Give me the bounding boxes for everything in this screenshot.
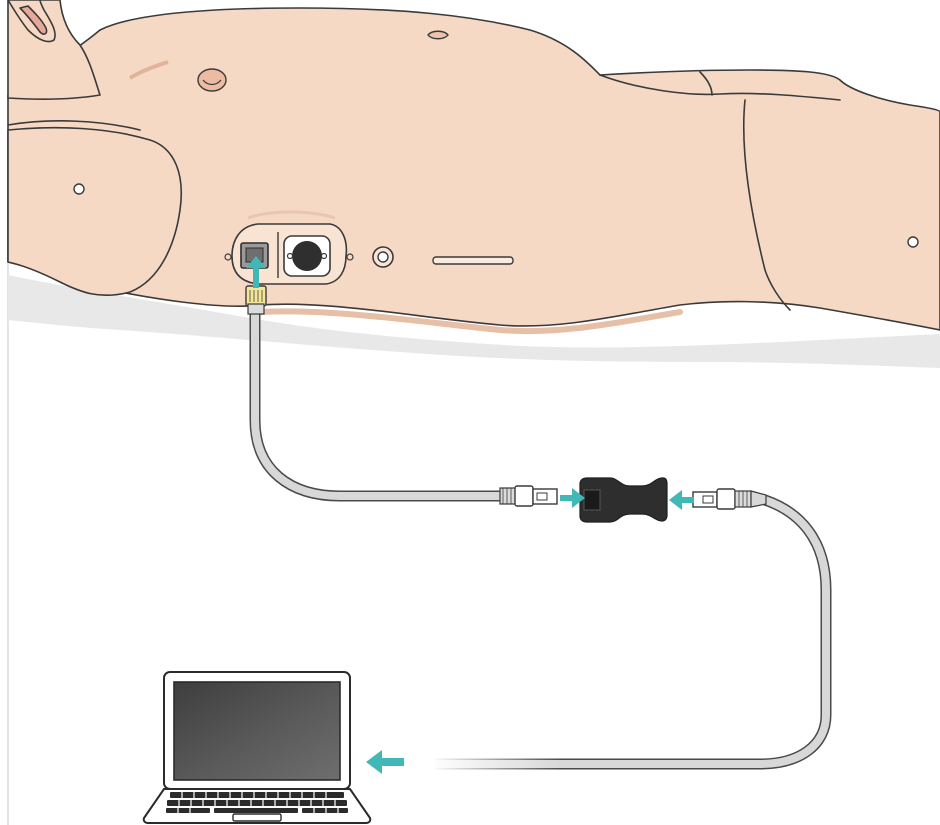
laptop-icon xyxy=(144,672,371,823)
cable-core-2 xyxy=(435,500,826,764)
arrow-left-icon xyxy=(366,750,404,774)
manikin-arm xyxy=(8,128,181,296)
manikin-navel xyxy=(428,31,448,39)
connector-plug-icon xyxy=(500,486,557,506)
arrow-left-icon xyxy=(669,490,694,510)
slot-icon xyxy=(433,257,513,264)
laptop-screen xyxy=(174,682,340,780)
arm-marker xyxy=(74,184,84,194)
laptop-spacebar xyxy=(214,808,298,813)
laptop-trackpad xyxy=(233,814,281,821)
cable-outline-2 xyxy=(435,500,826,764)
audio-jack-icon xyxy=(373,247,393,267)
adapter-icon xyxy=(580,478,667,522)
manikin-body xyxy=(8,0,940,331)
manikin-nipple xyxy=(198,69,226,91)
round-port-icon xyxy=(284,236,330,276)
cable-fade xyxy=(430,755,560,775)
leg-marker xyxy=(908,237,918,247)
connector-plug-icon xyxy=(246,286,266,314)
connector-plug-icon xyxy=(693,489,766,509)
